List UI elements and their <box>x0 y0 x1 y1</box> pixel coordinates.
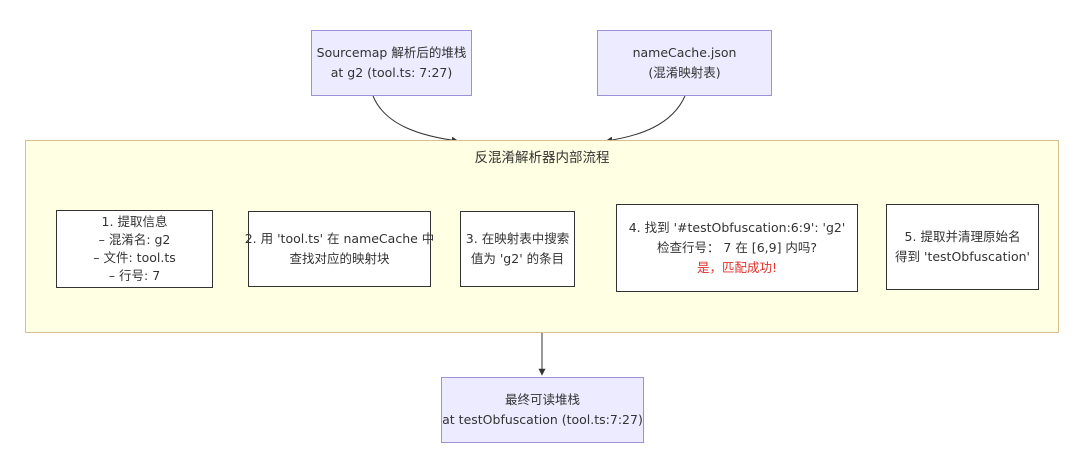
step-2-line-2: 查找对应的映射块 <box>289 251 390 266</box>
result-line-2: at testObfuscation (tool.ts:7:27) <box>442 412 643 427</box>
step-1-line-3: – 文件: tool.ts <box>93 250 176 265</box>
step-5-line-1: 5. 提取并清理原始名 <box>904 229 1021 244</box>
source-namecache-node: nameCache.json (混淆映射表) <box>597 30 772 96</box>
step-5-node: 5. 提取并清理原始名 得到 'testObfuscation' <box>886 204 1039 290</box>
edge-stack-to-cluster <box>372 95 459 144</box>
step-1-line-1: 1. 提取信息 <box>101 214 168 229</box>
source-stack-line-1: Sourcemap 解析后的堆栈 <box>316 45 467 60</box>
step-4-line-1: 4. 找到 '#testObfuscation:6:9': 'g2' <box>628 220 846 235</box>
source-namecache-line-1: nameCache.json <box>632 45 737 60</box>
step-5-line-2: 得到 'testObfuscation' <box>895 249 1030 264</box>
step-3-line-2: 值为 'g2' 的条目 <box>470 251 565 266</box>
step-4-node: 4. 找到 '#testObfuscation:6:9': 'g2' 检查行号：… <box>616 204 858 292</box>
step-2-node: 2. 用 'tool.ts' 在 nameCache 中 查找对应的映射块 <box>245 211 434 287</box>
result-node: 最终可读堆栈 at testObfuscation (tool.ts:7:27) <box>441 377 644 443</box>
step-1-line-2: – 混淆名: g2 <box>98 232 171 247</box>
source-stack-node: Sourcemap 解析后的堆栈 at g2 (tool.ts: 7:27) <box>311 30 472 96</box>
step-1-node: 1. 提取信息 – 混淆名: g2 – 文件: tool.ts – 行号: 7 <box>56 210 213 288</box>
step-2-line-1: 2. 用 'tool.ts' 在 nameCache 中 <box>244 231 435 246</box>
step-4-success-text: 是，匹配成功! <box>696 260 777 275</box>
source-stack-line-2: at g2 (tool.ts: 7:27) <box>330 65 453 80</box>
step-4-line-2: 检查行号： 7 在 [6,9] 内吗? <box>656 240 818 255</box>
result-line-1: 最终可读堆栈 <box>504 392 580 407</box>
cluster-title: 反混淆解析器内部流程 <box>474 150 610 166</box>
source-namecache-line-2: (混淆映射表) <box>648 65 721 80</box>
edge-namecache-to-cluster <box>605 95 686 144</box>
step-3-line-1: 3. 在映射表中搜索 <box>465 231 570 246</box>
step-1-line-4: – 行号: 7 <box>108 268 161 283</box>
step-3-node: 3. 在映射表中搜索 值为 'g2' 的条目 <box>460 211 575 287</box>
